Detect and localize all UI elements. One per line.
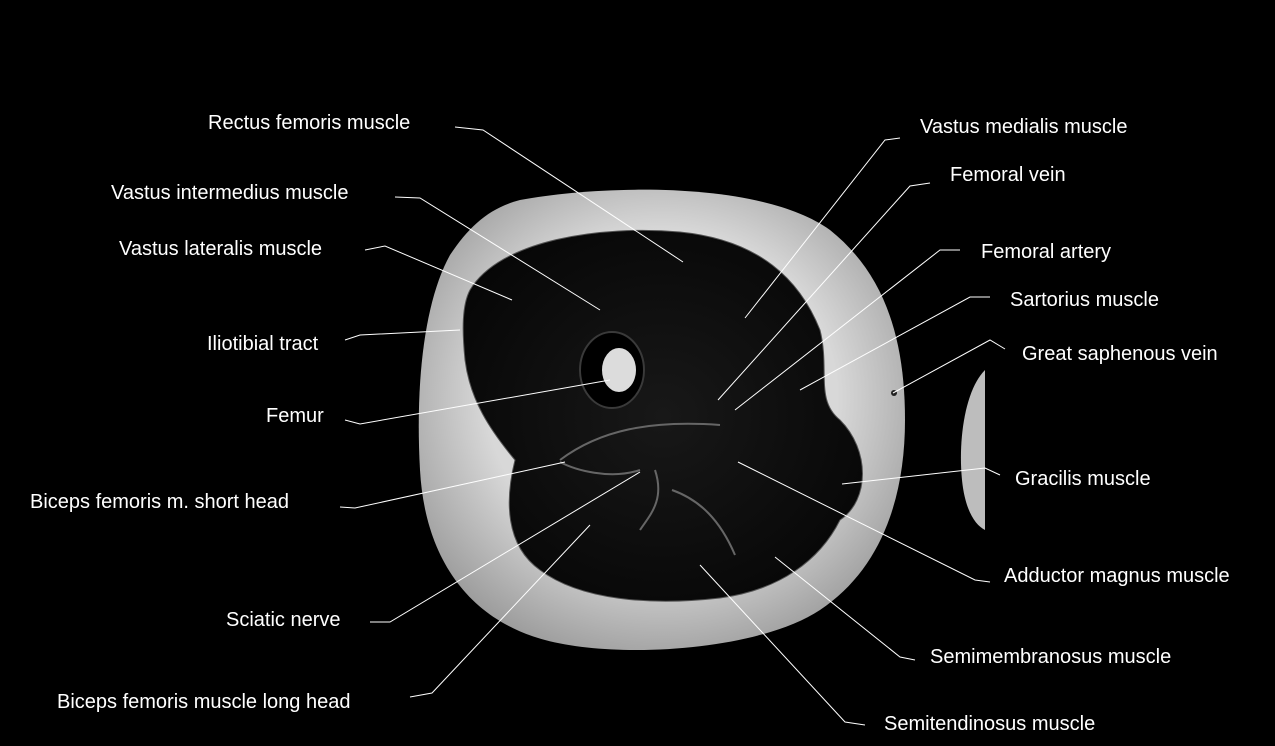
label-vastus-intermedius: Vastus intermedius muscle (111, 182, 349, 204)
leader-line-semimembranosus (774, 556, 916, 661)
leader-line-femoral-vein (717, 182, 931, 401)
leader-line-semitendinosus (699, 564, 866, 726)
leader-line-sciatic-nerve (370, 471, 641, 623)
leader-line-vastus-intermedius (394, 196, 601, 311)
leader-line-gracilis (841, 467, 1001, 485)
label-great-saphenous-vein: Great saphenous vein (1022, 343, 1218, 365)
label-vastus-lateralis: Vastus lateralis muscle (119, 238, 323, 260)
muscle-compartment (462, 229, 863, 602)
label-vastus-medialis: Vastus medialis muscle (920, 116, 1128, 138)
label-iliotibial-tract: Iliotibial tract (207, 333, 319, 355)
label-rectus-femoris: Rectus femoris muscle (208, 112, 411, 134)
leader-line-iliotibial-tract (344, 329, 461, 341)
leader-lines (339, 126, 1006, 726)
thigh-cross-section (418, 189, 985, 650)
leader-line-femur (344, 379, 611, 425)
contralateral-thigh-edge (960, 370, 985, 530)
leader-line-biceps-long-head (409, 524, 591, 698)
leader-line-vastus-medialis (744, 137, 901, 319)
label-sartorius: Sartorius muscle (1010, 289, 1159, 311)
leader-line-vastus-lateralis (364, 245, 513, 301)
label-gracilis: Gracilis muscle (1015, 468, 1151, 490)
leader-line-adductor-magnus (737, 461, 991, 583)
label-adductor-magnus: Adductor magnus muscle (1004, 565, 1230, 587)
label-sciatic-nerve: Sciatic nerve (226, 609, 341, 631)
leader-line-femoral-artery (734, 249, 960, 411)
label-biceps-short-head: Biceps femoris m. short head (30, 491, 289, 513)
label-biceps-long-head: Biceps femoris muscle long head (57, 691, 351, 713)
femur-marrow (602, 348, 636, 392)
label-femoral-artery: Femoral artery (981, 241, 1112, 263)
fascial-planes (559, 422, 736, 556)
leader-line-great-saphenous-vein (892, 339, 1006, 394)
label-femur: Femur (266, 405, 324, 427)
leader-line-rectus-femoris (454, 126, 684, 263)
label-semitendinosus: Semitendinosus muscle (884, 713, 1096, 735)
leader-line-sartorius (799, 296, 990, 391)
label-semimembranosus: Semimembranosus muscle (930, 646, 1172, 668)
leader-line-biceps-short-head (339, 461, 566, 509)
label-femoral-vein: Femoral vein (950, 164, 1066, 186)
